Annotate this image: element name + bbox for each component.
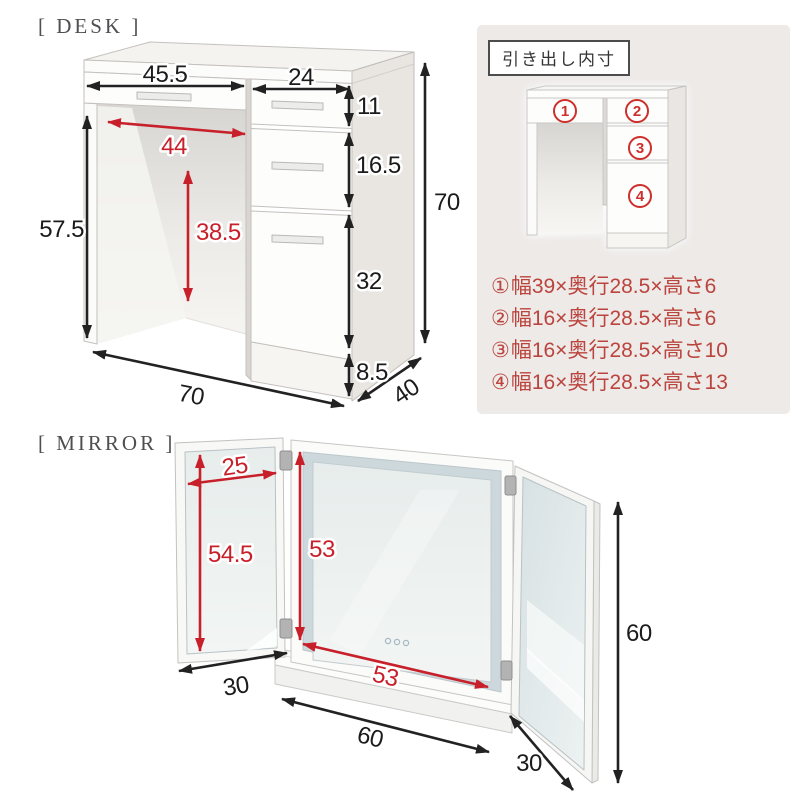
item-marker: ②	[491, 307, 510, 330]
drawer-size-item: ③幅16×奥行28.5×高さ10	[491, 335, 783, 367]
glass-reflection	[527, 648, 584, 722]
dim-desk-right-drawer1-height: 11	[357, 93, 381, 120]
left-door-mirror	[184, 446, 278, 655]
dim-desk-right-drawer2-height: 16.5	[356, 152, 401, 179]
dim-desk-base-height: 8.5	[356, 359, 388, 386]
dim-base-width: 60	[354, 721, 386, 753]
desk-door	[250, 210, 353, 361]
circle-number-4: 4	[636, 188, 645, 205]
hinge	[279, 618, 293, 639]
desk-arrows-red	[107, 118, 246, 302]
dim-desk-knee-width: 44	[161, 133, 187, 160]
drawer-handle	[271, 234, 324, 245]
drawer-handle	[271, 100, 324, 111]
mini-desk	[526, 85, 687, 249]
item-marker: ③	[491, 339, 510, 362]
dim-right-door-depth: 30	[516, 750, 542, 777]
dim-side-mirror-width: 25	[220, 451, 249, 481]
glass-reflection	[246, 628, 277, 651]
item-text: 幅39×奥行28.5×高さ6	[510, 275, 717, 298]
dim-desk-door-height: 32	[356, 268, 382, 295]
dim-desk-left-drawer-width: 45.5	[143, 61, 188, 88]
circle-number-3: 3	[636, 140, 644, 157]
mirror-section-label: [ MIRROR ]	[38, 431, 176, 455]
mirror-illustration	[174, 437, 601, 784]
item-text: 幅16×奥行28.5×高さ10	[510, 339, 728, 362]
dim-mirror-total-height: 60	[626, 620, 652, 647]
dim-desk-right-drawer-width: 24	[288, 64, 314, 91]
dim-desk-total-height: 70	[434, 189, 460, 216]
item-marker: ④	[491, 371, 510, 394]
glass-reflection	[330, 490, 460, 655]
dim-center-mirror-height: 53	[309, 536, 335, 563]
circle-number-2: 2	[633, 103, 641, 120]
mirror-arrows-red	[187, 451, 489, 689]
hinge	[500, 660, 513, 681]
glass-reflection	[527, 600, 584, 702]
mini-desk-circle-numbers: 1 2 3 4	[553, 99, 652, 208]
hinge	[279, 450, 293, 471]
mirror-arrows-black	[178, 501, 623, 791]
dim-side-mirror-height: 54.5	[208, 541, 253, 568]
desk-illustration	[83, 41, 415, 402]
drawer-size-item: ②幅16×奥行28.5×高さ6	[491, 303, 783, 335]
desk-diagram: 45.5 24 11 16.5 32 8.5 70 40 57.5 70 44 …	[37, 41, 463, 414]
dim-desk-knee-height: 38.5	[196, 219, 241, 246]
drawer-handle	[271, 161, 324, 172]
drawer-panel-title: 引き出し内寸	[488, 40, 630, 76]
dim-desk-total-width: 70	[176, 380, 207, 411]
dim-desk-left-inner-height: 57.5	[39, 216, 84, 243]
drawer-size-item: ①幅39×奥行28.5×高さ6	[491, 271, 783, 303]
desk-left-panel-inner	[97, 106, 186, 344]
drawer-handle	[136, 91, 192, 102]
desk-divider	[245, 78, 252, 381]
mirror-diagram: 25 54.5 53 53 30 60 30 60	[174, 437, 655, 791]
dim-left-door-depth: 30	[221, 671, 251, 702]
circle-number-1: 1	[561, 103, 569, 120]
drawer-size-list: ①幅39×奥行28.5×高さ6 ②幅16×奥行28.5×高さ6 ③幅16×奥行2…	[491, 271, 783, 399]
dim-desk-depth: 40	[388, 373, 425, 410]
item-marker: ①	[491, 275, 510, 298]
item-text: 幅16×奥行28.5×高さ6	[510, 307, 717, 330]
drawer-inner-size-panel: 引き出し内寸	[477, 25, 790, 414]
desk-section-label: [ DESK ]	[38, 14, 142, 38]
item-text: 幅16×奥行28.5×高さ13	[510, 371, 728, 394]
drawer-panel-desk-diagram: 1 2 3 4	[526, 85, 687, 249]
hinge	[504, 475, 517, 496]
drawer-size-item: ④幅16×奥行28.5×高さ13	[491, 367, 783, 399]
desk-arrows-black	[82, 62, 430, 409]
center-mirror-glass	[312, 461, 492, 683]
